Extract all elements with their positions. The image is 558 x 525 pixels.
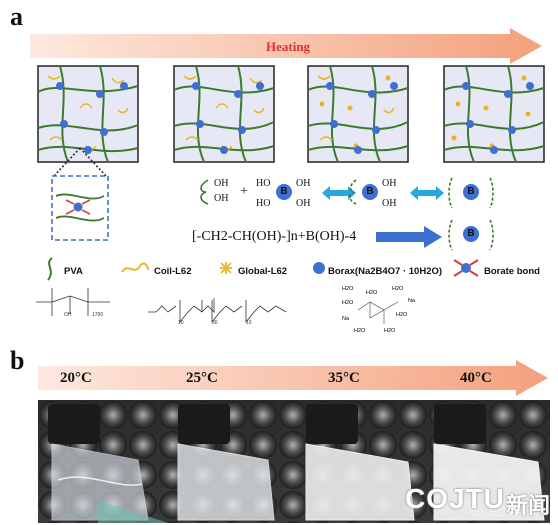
h2o-4: H2O [342,300,354,306]
vial-20c [48,404,168,523]
boron-diborate-atom: B [463,184,479,200]
h2o-1: H2O [342,286,354,292]
borax-ho-bottom: HO [256,198,271,209]
network-box-2 [173,65,275,163]
boron-complex-atom: B [362,184,378,200]
l62-sub-10-b: 10 [246,320,252,326]
legend-coil: Coil-L62 [154,266,192,277]
network-boxes [37,65,545,241]
temp-label-4: 40°C [460,370,492,386]
h2o-2: H2O [366,290,378,296]
complex-oh-top: OH [382,178,397,189]
boron-atom: B [276,184,292,200]
borax-ho-top: HO [256,178,271,189]
l62-structure [148,298,287,324]
pva-oh-label: OH [64,312,72,318]
diborate-complex-icon [448,177,494,209]
network-box-3 [307,65,409,163]
temp-label-1: 20°C [60,370,92,386]
pva-n-label: 1700 [92,312,104,318]
borax-oh-top: OH [296,178,311,189]
h2o-5: H2O [396,312,408,318]
pva-structure [36,288,110,316]
borax-structure: H2O H2O H2O H2O Na Na H2O H2O H2O [340,284,430,340]
equilibrium-arrow-2 [410,186,444,200]
vial-25c [177,404,275,521]
borax-legend-icon [313,262,325,274]
borax-oh-bottom: OH [296,198,311,209]
watermark-url: sc-lac.cc [474,508,521,520]
watermark-logo: COJTU [405,483,505,514]
legend-borate: Borate bond [484,266,540,277]
temp-label-2: 25°C [186,370,218,386]
watermark-cn: 新闻 [506,493,551,518]
vial-35c [305,404,415,521]
panel-b-label: b [10,346,25,375]
l62-sub-30: 30 [212,320,218,326]
product-complex-icon [448,219,494,251]
equilibrium-arrow-1 [322,186,356,200]
reaction-arrow [376,226,442,248]
vial-photo-strip [38,400,550,523]
pva-diol-icon [200,179,209,205]
na-label-1: Na [408,298,416,304]
pva-chain-icon [348,179,357,205]
vial-40c [433,404,545,521]
borate-legend-icon [453,259,479,277]
reactant-oh-bottom: OH [214,193,229,204]
heating-label: Heating [266,39,311,54]
zoom-box [51,175,109,241]
pva-legend-icon [47,257,53,281]
global-legend-icon [220,262,232,274]
reaction-formula: [-CH2-CH(OH)-]n+B(OH)-4 [192,229,357,244]
network-box-4 [443,65,545,163]
legend-pva: PVA [64,266,83,277]
temp-label-3: 35°C [328,370,360,386]
h2o-6: H2O [354,328,366,334]
h2o-3: H2O [392,286,404,292]
coil-legend-icon [121,262,149,273]
plus-sign: + [240,184,248,199]
boron-product-atom: B [463,226,479,242]
network-box-1 [37,65,139,163]
complex-oh-bottom: OH [382,198,397,209]
na-label-2: Na [342,316,350,322]
h2o-7: H2O [384,328,396,334]
heating-arrow [30,28,542,64]
temperature-arrow [38,360,548,396]
reactant-oh-top: OH [214,178,229,189]
legend-global: Global-L62 [238,266,288,277]
legend-borax: Borax(Na2B4O7 · 10H2O) [328,266,443,277]
panel-a-label: a [10,2,23,31]
l62-sub-10-a: 10 [178,320,184,326]
